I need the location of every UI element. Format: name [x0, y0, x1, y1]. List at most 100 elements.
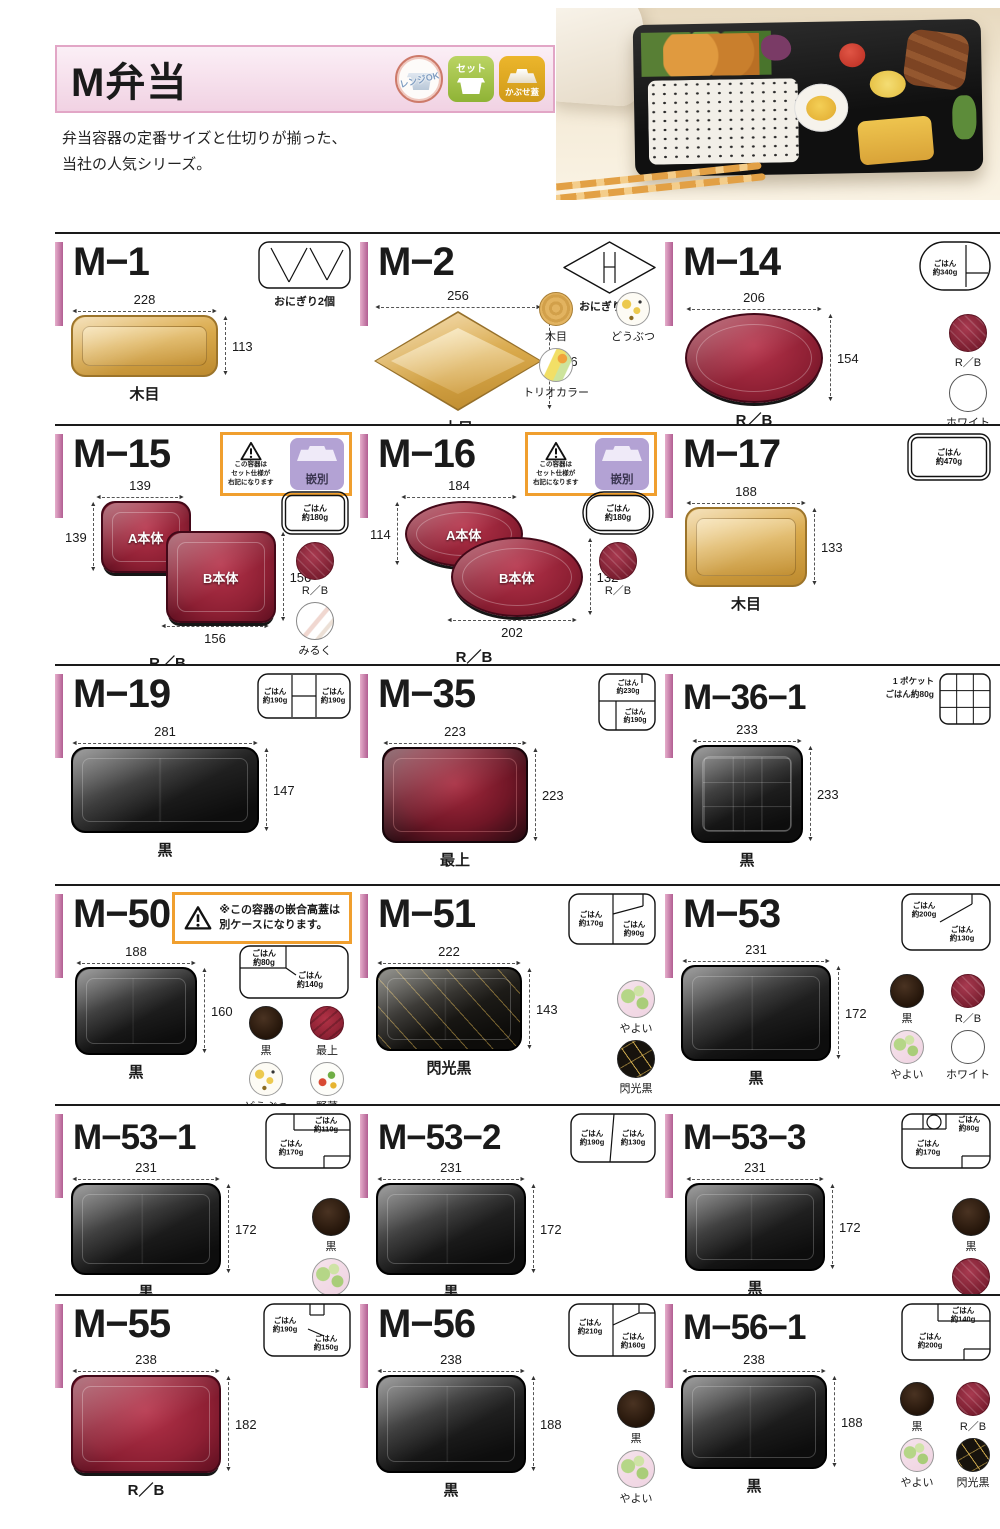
- dimension-line: ◄►: [71, 1368, 221, 1375]
- tray-dimension-row: ▲▼188: [681, 1375, 863, 1469]
- dimension-dash: [396, 508, 398, 560]
- color-swatches: R／B: [599, 542, 637, 598]
- swatch: ホワイト: [946, 1030, 990, 1082]
- product-title: M−36−1: [683, 678, 806, 717]
- height-dimension: ▲▼233: [807, 745, 839, 843]
- arrow-up-icon: ▲: [831, 1375, 838, 1382]
- warning-triangle-icon: [240, 441, 262, 461]
- arrow-left-icon: ◄: [681, 1368, 688, 1375]
- diagram-label-line: 約130g: [950, 933, 975, 943]
- dimension-dash: [227, 1382, 229, 1466]
- tray-compartments: [692, 976, 820, 1050]
- dimension-line: ▲▼: [587, 537, 594, 617]
- diagram-label-line: 約190g: [580, 1137, 605, 1147]
- dimension-height-label: 223: [541, 787, 564, 803]
- tray-compartments: [387, 1386, 515, 1462]
- dimension-width-label: 188: [735, 484, 757, 499]
- diagram-label: ごはん約140g: [951, 1305, 976, 1324]
- diagram-label-line: 約80g: [253, 957, 275, 967]
- arrow-down-icon: ▼: [225, 1466, 232, 1473]
- compartment-diagram: ごはん約340g: [918, 240, 992, 292]
- height-dimension: ▲▼139: [65, 501, 97, 573]
- divider-line: [326, 249, 344, 281]
- rb-swatch: [952, 1258, 990, 1294]
- warning-line: セット仕様が: [536, 469, 576, 477]
- dimension-dash: [833, 1382, 835, 1462]
- diagram-label-line: ごはん: [913, 900, 936, 910]
- dimension-width-label: 228: [133, 292, 156, 307]
- arrow-left-icon: ◄: [95, 494, 102, 501]
- swatch-label: 閃光黒: [956, 1477, 990, 1489]
- diagram-label: ごはん約140g: [297, 970, 323, 989]
- circle-shape: [554, 455, 557, 458]
- diagram-label-line: 約470g: [936, 456, 962, 466]
- cherry-tomato: [839, 42, 866, 68]
- diagram-label-line: ごはん: [625, 707, 646, 716]
- tray-photo: [681, 1375, 827, 1469]
- tray-compartments: [696, 1194, 814, 1260]
- arrow-down-icon: ▼: [807, 836, 814, 843]
- dimension-line: ◄►: [400, 494, 518, 501]
- divider-line: [939, 903, 973, 923]
- diagram-label-line: 約170g: [579, 918, 604, 928]
- arrow-down-icon: ▼: [393, 560, 401, 567]
- swatch-label: 黒: [965, 1241, 977, 1253]
- dimension-dash: [203, 974, 205, 1048]
- set-badge: セット: [448, 56, 494, 102]
- dimension-line: ◄►: [681, 958, 831, 965]
- diagram-label-line: 約230g: [617, 686, 640, 695]
- arrow-down-icon: ▼: [532, 836, 539, 843]
- tray-photo: [71, 1183, 221, 1275]
- arrow-right-icon: ►: [521, 740, 528, 747]
- diagram-label: ごはん約230g: [617, 678, 640, 695]
- dimension-line: ▲▼: [831, 1375, 838, 1469]
- dimension-width-label: 238: [440, 1352, 462, 1367]
- color-swatches: 木目どうぶつトリオカラー: [523, 292, 655, 400]
- side-options: ごはん約80gごはん約140g黒最上どうぶつ野菜: [238, 944, 350, 1104]
- arrow-down-icon: ▼: [546, 404, 553, 411]
- arrow-right-icon: ►: [214, 1176, 221, 1183]
- circle-shape: [249, 455, 252, 458]
- diagram-drawing: ごはん約180g: [281, 491, 349, 535]
- diagram-outline: [568, 1303, 656, 1357]
- diagram-label: ごはん約160g: [621, 1331, 646, 1350]
- tray-dimension-row: ▲▼172: [685, 1183, 861, 1271]
- swatch-label: やよい: [619, 1493, 653, 1505]
- diagram-label: ごはん約130g: [950, 924, 975, 943]
- diagram-outline: [910, 436, 988, 478]
- dimension-dash: [452, 620, 572, 621]
- diagram-label-line: 約130g: [621, 1137, 646, 1147]
- dimension-width-label: 256: [447, 288, 469, 303]
- description-line-1: 弁当容器の定番サイズと仕切りが揃った、: [62, 130, 347, 147]
- arrow-down-icon: ▼: [201, 1048, 208, 1055]
- set-label: セット: [456, 64, 486, 75]
- tray-dimension-row: ▲▼233: [691, 745, 839, 843]
- dimension-line: ▲▼: [201, 967, 208, 1055]
- tray-photo: [71, 315, 218, 377]
- height-dimension: ▲▼188: [831, 1375, 863, 1469]
- swatch: どうぶつ: [244, 1062, 288, 1104]
- arrow-right-icon: ►: [800, 500, 807, 507]
- color-name: 黒: [747, 1280, 763, 1294]
- purple-garnish: [760, 34, 792, 61]
- sausages: [902, 28, 971, 92]
- warning-line: 右記になります: [228, 478, 274, 486]
- arrow-left-icon: ◄: [685, 500, 692, 507]
- width-dimension: 222◄►: [376, 944, 522, 967]
- dimension-height-label: 114: [370, 526, 391, 542]
- width-dimension: 231◄►: [71, 1160, 221, 1183]
- color-swatches: 黒やよい: [617, 1390, 655, 1506]
- saijo-swatch: [310, 1006, 344, 1040]
- arrow-up-icon: ▲: [530, 1375, 537, 1382]
- yayoi-swatch: [617, 980, 655, 1018]
